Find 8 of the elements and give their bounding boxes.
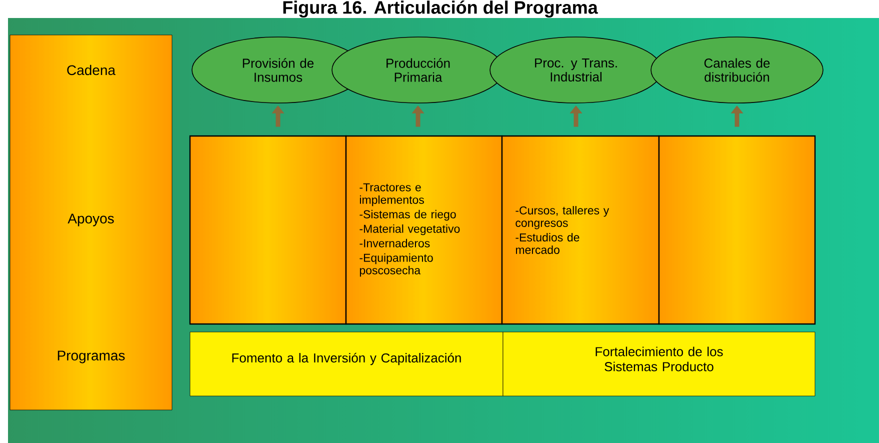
title: Figura 16. Articulación del Programa bbox=[283, 0, 598, 18]
row-header-column: Cadena Apoyos Programas bbox=[10, 34, 172, 410]
support-cell bbox=[189, 135, 347, 325]
support-cell bbox=[658, 135, 816, 325]
support-cell: -Cursos, talleres y congresos -Estudios de mercado bbox=[501, 135, 660, 325]
support-cell: -Tractores e implementos -Sistemas de riego -Material vegetativo -Invernaderos -Equipamiento poscosecha bbox=[345, 135, 503, 325]
program-box: Fomento a la Inversión y Capitalización bbox=[190, 332, 504, 396]
program-box: Fortalecimiento de los Sistemas Producto bbox=[502, 332, 816, 396]
